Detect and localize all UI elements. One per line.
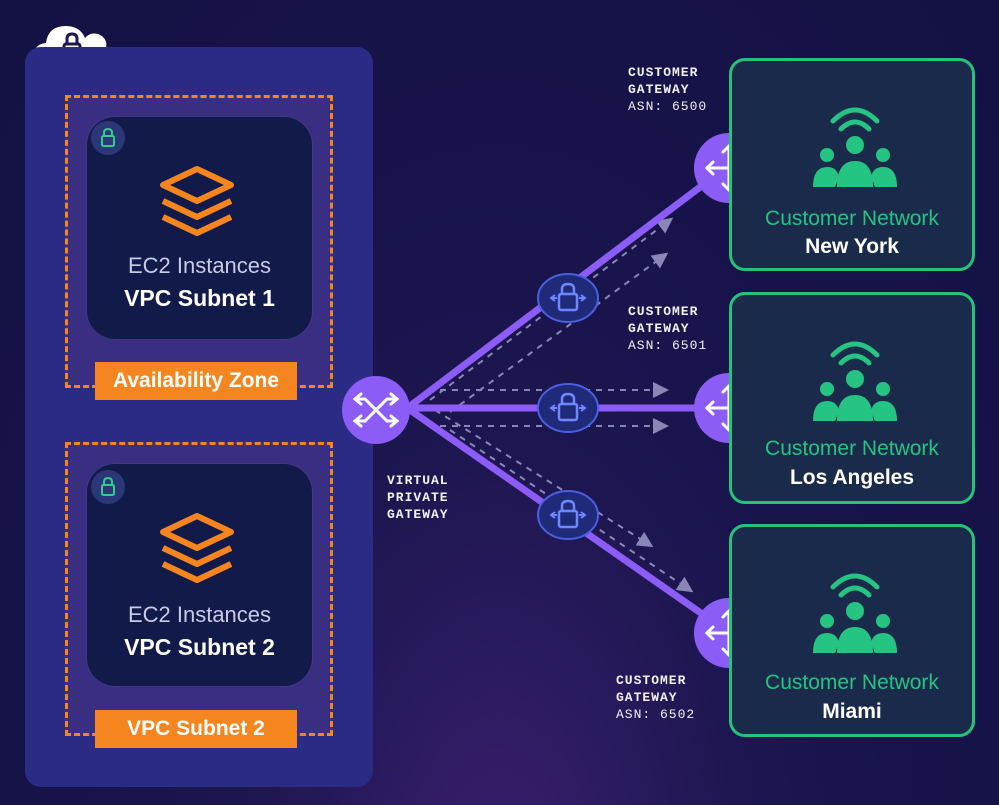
cgw-line1: CUSTOMER — [628, 65, 699, 80]
virtual-gateway-icon — [342, 376, 410, 444]
vgw-line2: PRIVATE — [387, 490, 449, 505]
network-label: Customer Network — [765, 671, 939, 694]
network-city: Los Angeles — [789, 466, 915, 489]
vpn-tunnel-icon — [537, 490, 599, 540]
customer-gateway-label-1: CUSTOMER GATEWAY ASN: 6500 — [628, 64, 707, 115]
customer-network-people-icon — [813, 341, 897, 421]
ec2-stack-icon — [160, 166, 234, 236]
cgw-line2: GATEWAY — [616, 690, 678, 705]
customer-network-miami: Customer Network Miami — [729, 524, 975, 737]
cgw-line1: CUSTOMER — [628, 304, 699, 319]
network-label: Customer Network — [765, 437, 939, 460]
card-subtitle: VPC Subnet 1 — [124, 285, 275, 311]
cgw-asn: ASN: 6501 — [628, 338, 708, 353]
card-title: EC2 Instances — [127, 602, 272, 627]
card-subtitle: VPC Subnet 2 — [124, 634, 275, 660]
vpn-tunnel-icon — [537, 273, 599, 323]
lock-icon — [91, 470, 125, 504]
card-title: EC2 Instances — [127, 253, 272, 278]
cgw-asn: ASN: 6500 — [628, 99, 708, 114]
customer-network-people-icon — [813, 573, 897, 653]
virtual-gateway-label: VIRTUAL PRIVATE GATEWAY — [387, 472, 449, 523]
customer-network-people-icon — [813, 107, 897, 187]
subnet-card-1: EC2 Instances VPC Subnet 1 — [87, 117, 312, 339]
customer-gateway-label-2: CUSTOMER GATEWAY ASN: 6501 — [628, 303, 707, 354]
network-city: New York — [805, 235, 899, 258]
vgw-line3: GATEWAY — [387, 507, 449, 522]
cgw-line2: GATEWAY — [628, 321, 690, 336]
cgw-line2: GATEWAY — [628, 82, 690, 97]
customer-network-los-angeles: Customer Network Los Angeles — [729, 292, 975, 504]
cgw-line1: CUSTOMER — [616, 673, 687, 688]
subnet-card-2: EC2 Instances VPC Subnet 2 — [87, 464, 312, 686]
vpn-tunnel-icon — [537, 383, 599, 433]
subnet-zone-label: VPC Subnet 2 — [95, 710, 297, 748]
customer-network-new-york: Customer Network New York — [729, 58, 975, 271]
availability-zone-label: Availability Zone — [95, 362, 297, 400]
customer-gateway-label-3: CUSTOMER GATEWAY ASN: 6502 — [616, 672, 695, 723]
network-city: Miami — [822, 700, 882, 723]
network-label: Customer Network — [765, 207, 939, 230]
ec2-stack-icon — [160, 513, 234, 583]
lock-icon — [91, 121, 125, 155]
cgw-asn: ASN: 6502 — [616, 707, 696, 722]
vgw-line1: VIRTUAL — [387, 473, 449, 488]
